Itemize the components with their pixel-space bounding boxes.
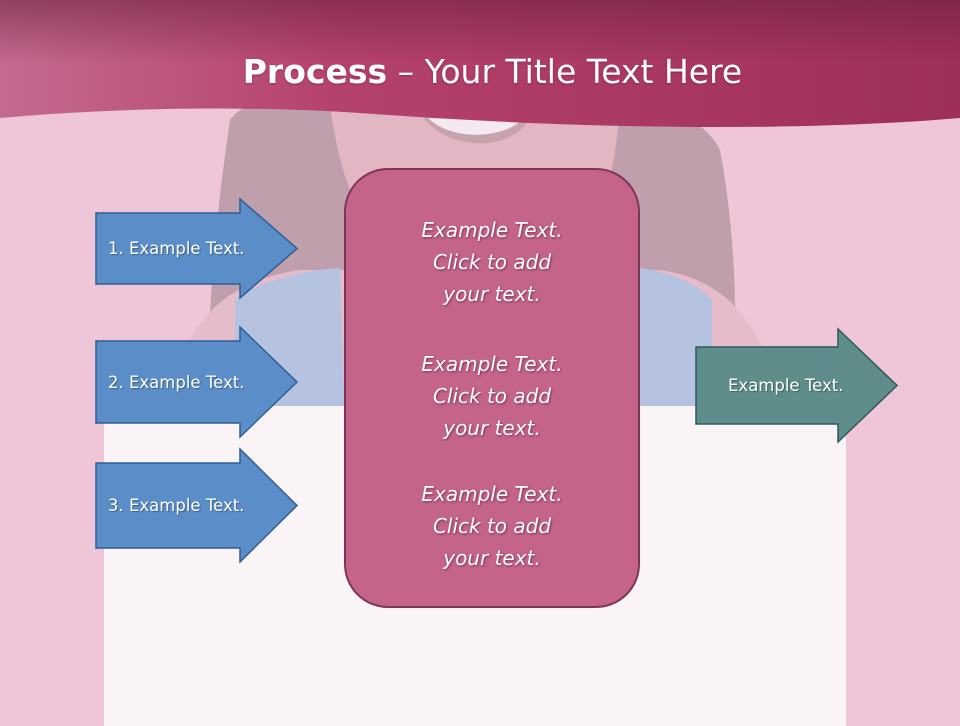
input-arrow-1[interactable]: 1. Example Text. [95, 197, 299, 300]
process-text-block-1: Example Text. Click to add your text. [346, 214, 638, 310]
title-rest: – Your Title Text Here [387, 52, 743, 91]
input-arrow-2-label: 2. Example Text. [108, 372, 245, 392]
title-banner [0, 0, 960, 128]
input-arrow-1-label: 1. Example Text. [108, 239, 245, 258]
process-text-line: Click to add [432, 514, 552, 538]
process-text-block-3: Example Text. Click to add your text. [346, 478, 638, 574]
process-text-line: your text. [443, 416, 541, 440]
process-text-line: Click to add [432, 384, 552, 408]
process-box[interactable]: Example Text. Click to add your text. Ex… [344, 168, 640, 608]
input-arrow-2[interactable]: 2. Example Text. [95, 325, 299, 439]
process-text-line: Example Text. [421, 482, 563, 506]
process-text-line: Example Text. [421, 352, 563, 376]
process-text-block-2: Example Text. Click to add your text. [346, 348, 638, 444]
process-text-line: your text. [443, 546, 541, 570]
output-arrow[interactable]: Example Text. [695, 327, 899, 444]
process-text-line: Click to add [432, 250, 552, 274]
title-bold: Process [242, 52, 388, 91]
process-text-line: Example Text. [421, 218, 563, 242]
input-arrow-3[interactable]: 3. Example Text. [95, 447, 299, 564]
process-text-line: your text. [443, 282, 541, 306]
page-title: Process – Your Title Text Here [0, 50, 960, 94]
output-arrow-label: Example Text. [728, 376, 844, 395]
input-arrow-3-label: 3. Example Text. [108, 496, 245, 515]
